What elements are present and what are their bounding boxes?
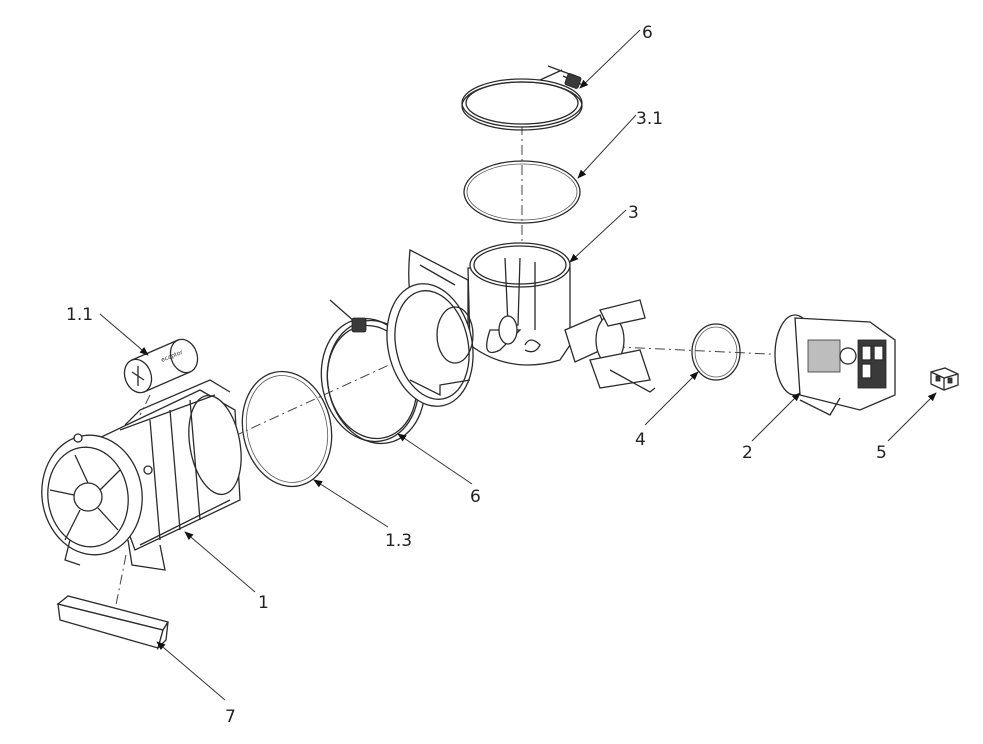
capacitor: ecaptor (123, 338, 199, 394)
callout-3-1: 3.1 (636, 109, 663, 129)
callout-6-top: 6 (642, 23, 653, 43)
drain-pump (774, 314, 896, 416)
pump-gasket (691, 323, 741, 381)
pump-motor (41, 379, 242, 571)
callout-labels: 6 3.1 3 1.1 6 1.3 1 4 2 5 7 (66, 23, 887, 727)
motor-gasket (241, 370, 333, 488)
callout-1-3: 1.3 (385, 531, 412, 551)
callout-4: 4 (635, 430, 646, 450)
callout-3: 3 (628, 203, 639, 223)
mounting-pad (56, 595, 170, 651)
callout-5: 5 (876, 443, 887, 463)
housing-gasket (463, 160, 581, 224)
callout-1-1: 1.1 (66, 305, 93, 325)
housing-inlet (386, 283, 474, 407)
pump-housing (408, 242, 656, 393)
callout-7: 7 (225, 707, 236, 727)
callout-1: 1 (258, 593, 269, 613)
leader-lines (99, 29, 937, 701)
callout-2: 2 (742, 443, 753, 463)
callout-6-side: 6 (470, 487, 481, 507)
clamp-ring-top (461, 65, 586, 131)
connector-plug (930, 367, 959, 391)
